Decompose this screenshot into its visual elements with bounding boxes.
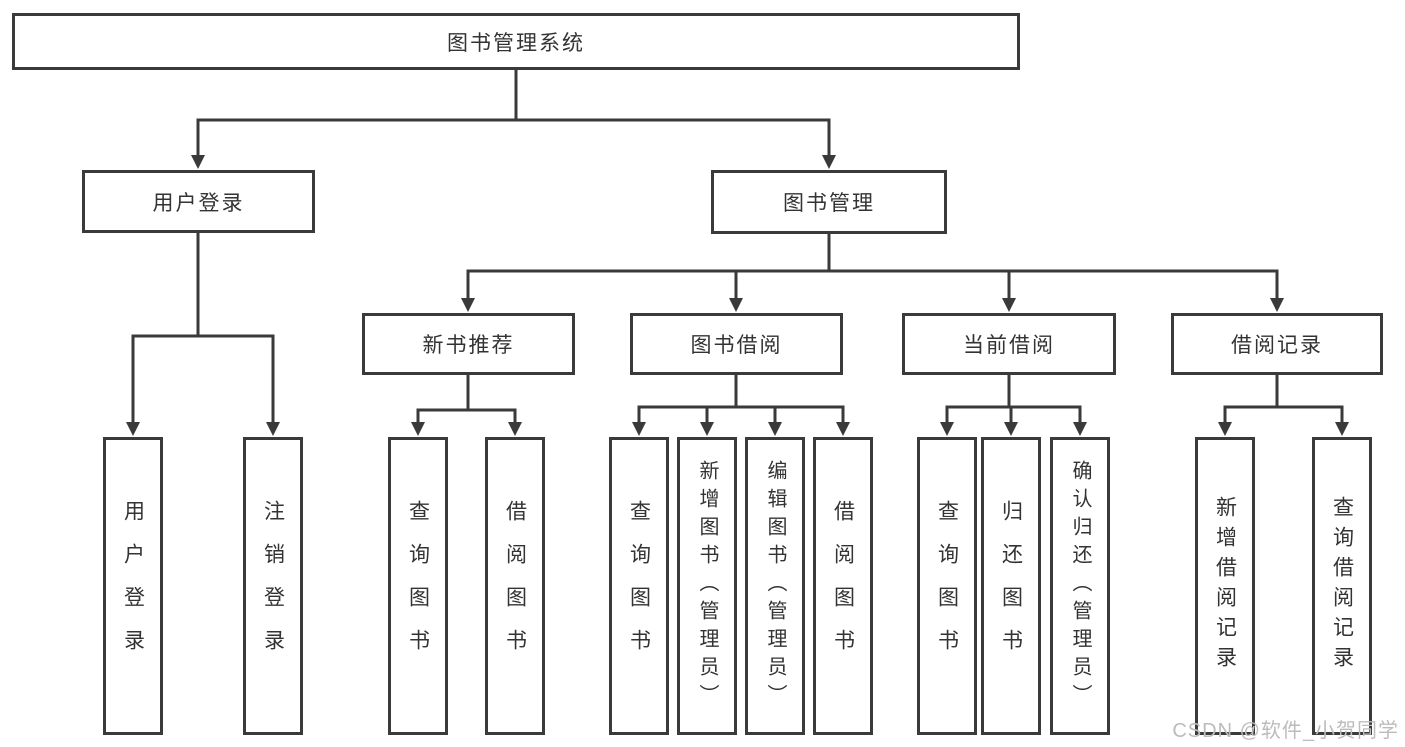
leaf-query-books-current: 查询图书: [917, 437, 977, 735]
node-book-borrow: 图书借阅: [630, 313, 843, 375]
leaf-add-borrow-record: 新增借阅记录: [1195, 437, 1255, 735]
node-borrow-records-label: 借阅记录: [1231, 334, 1323, 357]
node-book-management: 图书管理: [711, 170, 947, 234]
node-borrow-records: 借阅记录: [1171, 313, 1383, 375]
node-current-borrow-label: 当前借阅: [963, 334, 1055, 357]
node-user-login: 用户登录: [82, 170, 315, 233]
leaf-borrow-books-recommend: 借阅图书: [485, 437, 545, 735]
leaf-query-books-recommend: 查询图书: [388, 437, 448, 735]
node-user-login-label: 用户登录: [152, 191, 245, 215]
node-root-box: 图书管理系统: [12, 13, 1020, 70]
leaf-query-borrow-record: 查询借阅记录: [1312, 437, 1372, 735]
node-book-borrow-label: 图书借阅: [690, 334, 783, 357]
node-root-label: 图书管理系统: [447, 31, 585, 55]
node-new-book-recommend: 新书推荐: [362, 313, 575, 375]
leaf-user-login: 用户登录: [103, 437, 163, 735]
leaf-add-book-admin: 新增图书（管理员）: [677, 437, 737, 735]
leaf-logout-login: 注销登录: [243, 437, 303, 735]
leaf-query-books-borrow: 查询图书: [609, 437, 669, 735]
node-new-book-recommend-label: 新书推荐: [422, 334, 515, 357]
leaf-return-books: 归还图书: [981, 437, 1041, 735]
node-current-borrow: 当前借阅: [902, 313, 1116, 375]
leaf-edit-book-admin: 编辑图书（管理员）: [745, 437, 805, 735]
node-book-management-label: 图书管理: [783, 192, 875, 215]
watermark: CSDN @软件_小贺同学: [1172, 720, 1399, 742]
leaf-borrow-books: 借阅图书: [813, 437, 873, 735]
leaf-confirm-return-admin: 确认归还（管理员）: [1050, 437, 1110, 735]
